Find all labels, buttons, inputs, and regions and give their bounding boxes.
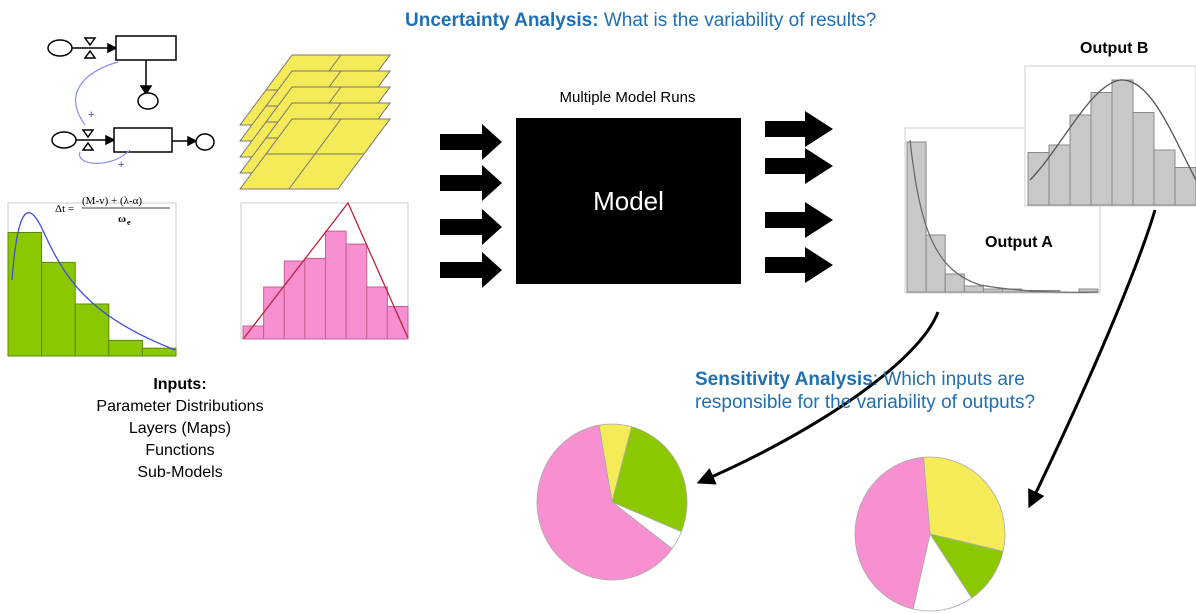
green-histogram-bar bbox=[141, 347, 177, 357]
inputs-heading: Inputs: bbox=[153, 376, 207, 393]
output-b-histogram bbox=[1027, 79, 1196, 206]
pink-histogram-bar bbox=[366, 286, 388, 340]
pink-histogram-bar bbox=[263, 286, 285, 340]
pie-slice-yellow bbox=[923, 456, 1006, 552]
pie-slice-white bbox=[912, 532, 973, 612]
output-b-bar bbox=[1090, 92, 1113, 206]
pink-histogram-bar bbox=[345, 243, 368, 340]
output-a-bar bbox=[982, 288, 1004, 293]
output-b-bar bbox=[1174, 167, 1196, 206]
model-box bbox=[516, 118, 741, 284]
output-a-curve bbox=[909, 139, 1099, 293]
pie-slice-pink bbox=[854, 456, 931, 610]
equation: Δt = (M-v) + (λ-α) ω e bbox=[55, 195, 170, 227]
uncertainty-heading: Uncertainty Analysis: bbox=[405, 10, 599, 31]
equation-lhs: Δt = bbox=[55, 203, 74, 215]
svg-text:+: + bbox=[88, 109, 94, 121]
pink-histogram-bar bbox=[325, 230, 347, 340]
svg-text:+: + bbox=[118, 159, 124, 171]
output-b-bar bbox=[1069, 114, 1092, 206]
green-density-curve bbox=[11, 212, 176, 351]
map-layer-gridline bbox=[288, 118, 342, 190]
input-arrows bbox=[440, 124, 502, 288]
green-histogram-bar bbox=[41, 261, 76, 357]
green-histogram-bar bbox=[7, 232, 43, 357]
pink-histogram-bar bbox=[386, 306, 409, 340]
equation-numerator: (M-v) + (λ-α) bbox=[82, 195, 142, 207]
sensitivity-heading: Sensitivity Analysis bbox=[695, 369, 873, 390]
multiple-model-runs-label: Multiple Model Runs bbox=[559, 89, 696, 106]
uncertainty-question: What is the variability of results? bbox=[598, 10, 877, 31]
map-layers-stack bbox=[239, 54, 391, 190]
inputs-list: Inputs: Parameter Distributions Layers (… bbox=[70, 374, 290, 484]
sensitivity-question-line2: responsible for the variability of outpu… bbox=[695, 392, 1036, 413]
input-item: Sub-Models bbox=[137, 464, 223, 481]
input-item: Parameter Distributions bbox=[96, 398, 264, 415]
output-arrows bbox=[765, 111, 833, 283]
pink-histogram-bar bbox=[242, 325, 265, 340]
green-histogram-bar bbox=[74, 303, 110, 357]
output-b-bar bbox=[1111, 79, 1134, 206]
sub-model-diagram bbox=[47, 35, 215, 153]
pie-output-b bbox=[854, 456, 1006, 612]
green-histogram-bar bbox=[108, 339, 143, 357]
output-a-bar bbox=[963, 285, 984, 293]
output-b-curve bbox=[1029, 79, 1196, 181]
uncertainty-analysis-title: Uncertainty Analysis: What is the variab… bbox=[405, 10, 876, 32]
output-b-bar bbox=[1048, 144, 1071, 206]
input-item: Functions bbox=[145, 442, 215, 459]
output-a-bar bbox=[944, 273, 965, 293]
model-label: Model bbox=[593, 186, 664, 216]
sensitivity-question-line1: : Which inputs are bbox=[872, 369, 1025, 390]
output-b-bar bbox=[1153, 149, 1176, 206]
pie-output-a bbox=[536, 423, 688, 581]
pie-slice-pink bbox=[536, 424, 673, 581]
arrow-output-a-to-pie bbox=[696, 311, 940, 485]
green-input-histogram bbox=[7, 232, 177, 357]
output-a-bar bbox=[906, 141, 927, 293]
pie-slice-green bbox=[611, 426, 688, 533]
output-a-label: Output A bbox=[985, 234, 1053, 251]
equation-denominator: ω bbox=[118, 213, 126, 225]
output-a-bar bbox=[925, 234, 946, 293]
output-b-label: Output B bbox=[1080, 40, 1149, 57]
arrow-output-b-to-pie bbox=[1028, 209, 1157, 509]
pink-histogram-bar bbox=[304, 257, 326, 340]
equation-denominator-sub: e bbox=[127, 218, 131, 227]
sub-model-links: + + bbox=[75, 61, 131, 171]
sensitivity-analysis-title: Sensitivity Analysis: Which inputs are r… bbox=[695, 368, 1035, 414]
output-b-bar bbox=[1132, 112, 1155, 206]
pink-triangular-curve bbox=[243, 201, 409, 339]
pink-input-histogram bbox=[242, 230, 409, 340]
input-item: Layers (Maps) bbox=[128, 420, 232, 437]
